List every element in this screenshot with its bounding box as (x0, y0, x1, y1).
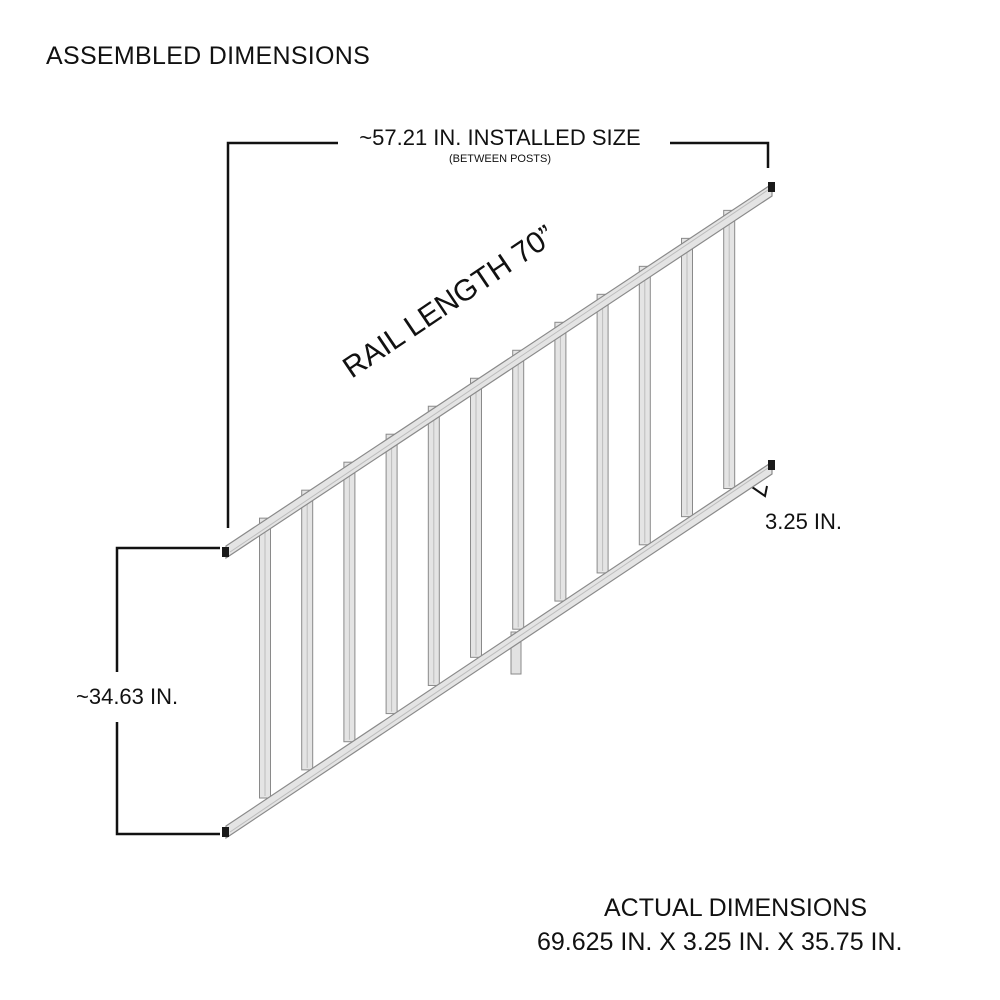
baluster (427, 405, 440, 686)
baluster (723, 209, 736, 490)
height-dimension-line (115, 546, 220, 836)
baluster (638, 265, 651, 546)
between-posts-note: (BETWEEN POSTS) (448, 153, 552, 165)
actual-dimensions-title: ACTUAL DIMENSIONS (604, 894, 868, 922)
rails (222, 182, 775, 840)
depth-dimension-marker (751, 485, 768, 498)
assembled-dimensions-heading: ASSEMBLED DIMENSIONS (46, 42, 371, 70)
baluster (343, 461, 356, 743)
end-cap (768, 460, 775, 470)
baluster (554, 321, 567, 602)
end-cap (768, 182, 775, 192)
baluster (259, 517, 271, 799)
installed-size-label: ~57.21 IN. INSTALLED SIZE (0, 125, 1000, 150)
top-rail (222, 182, 775, 560)
end-cap (222, 827, 229, 837)
height-dimension-label: ~34.63 IN. (76, 680, 179, 714)
rail-depth-label: 3.25 IN. (765, 509, 843, 534)
baluster (301, 489, 314, 771)
actual-dimensions-values: 69.625 IN. X 3.25 IN. X 35.75 IN. (537, 928, 903, 956)
bottom-rail (222, 460, 775, 840)
baluster (512, 349, 525, 630)
baluster (470, 377, 482, 658)
baluster (596, 293, 609, 574)
baluster (385, 433, 398, 715)
end-cap (222, 547, 229, 557)
balusters (259, 209, 736, 799)
baluster (681, 237, 693, 518)
installed-size-dimension-line (226, 141, 770, 528)
installed-size-text: ~57.21 IN. INSTALLED SIZE (353, 125, 647, 150)
